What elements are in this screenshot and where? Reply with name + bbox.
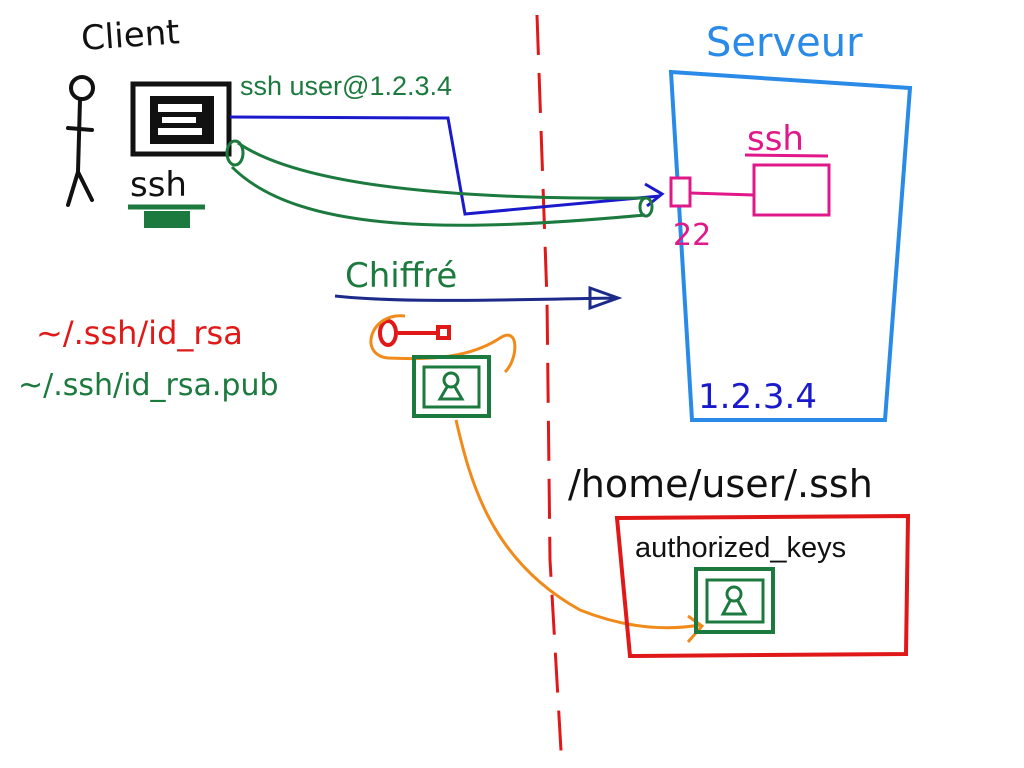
ssh-command: ssh user@1.2.3.4 (240, 71, 452, 101)
connection-arrowhead (644, 182, 665, 208)
private-key-path: ~/.ssh/id_rsa (36, 314, 243, 352)
encrypted-tunnel (225, 139, 654, 227)
server-ssh-underline (744, 153, 829, 158)
server-ssh-process (752, 163, 831, 217)
client-ssh-highlight (128, 204, 205, 228)
public-key-icon (412, 355, 491, 418)
public-key-path: ~/.ssh/id_rsa.pub (18, 368, 279, 403)
copy-key-arrow (454, 419, 701, 630)
private-key-icon (378, 319, 451, 347)
port-label: 22 (673, 218, 711, 253)
authorized-keys-label: authorized_keys (635, 532, 846, 564)
ssh-dir-path: /home/user/.ssh (568, 462, 873, 506)
connection-line (229, 115, 661, 216)
user-figure-icon (66, 75, 95, 207)
server-box (668, 69, 913, 422)
client-ssh-label: ssh (130, 165, 187, 205)
boundary-line (535, 14, 564, 768)
computer-icon (130, 81, 232, 157)
server-ssh-label: ssh (747, 119, 804, 159)
port-22-box (669, 176, 692, 208)
authorized-keys-box (614, 513, 911, 659)
server-title: Serveur (706, 20, 863, 66)
copy-key-arrowhead (686, 614, 705, 643)
encrypted-label: Chiffré (345, 256, 457, 296)
authorized-public-key-icon (694, 567, 775, 634)
server-ip-label: 1.2.3.4 (698, 377, 817, 417)
encrypted-arrow (334, 285, 623, 311)
port-link (689, 191, 755, 197)
client-title: Client (80, 12, 181, 59)
